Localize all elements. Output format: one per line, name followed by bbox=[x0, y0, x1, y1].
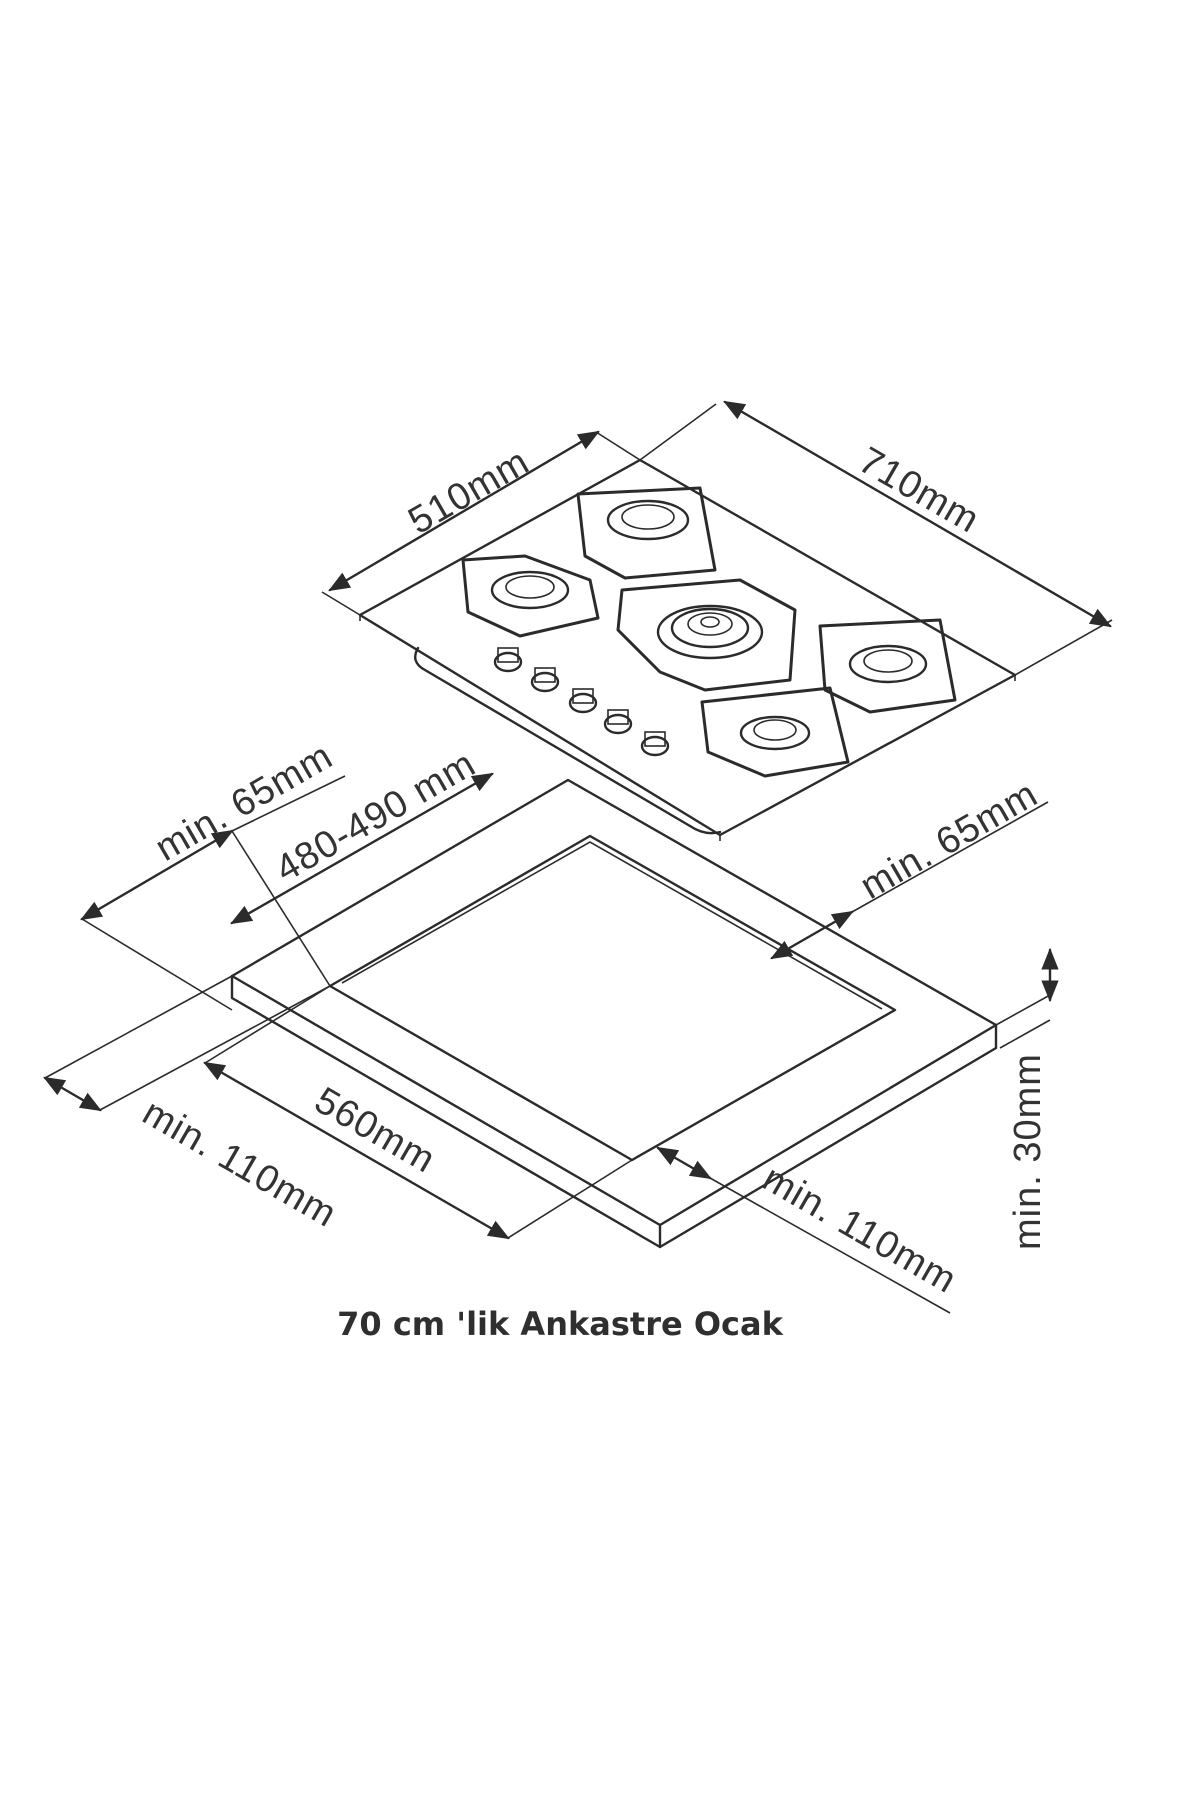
arrow-icon bbox=[203, 1061, 510, 1240]
control-knob-icon bbox=[530, 667, 560, 693]
caption: 70 cm 'lik Ankastre Ocak bbox=[337, 1305, 783, 1343]
hob-body bbox=[414, 646, 722, 835]
burner-icon bbox=[848, 644, 928, 684]
grate-left bbox=[461, 554, 600, 638]
width-label: 710mm bbox=[852, 439, 987, 541]
arrow-icon bbox=[328, 430, 600, 592]
min-front-right-label: min. 110mm bbox=[756, 1157, 964, 1301]
cutout-width-label: 560mm bbox=[308, 1079, 443, 1181]
arrow-icon bbox=[80, 829, 234, 921]
grate-right bbox=[818, 618, 957, 714]
arrow-icon bbox=[43, 1076, 102, 1112]
burner-icon bbox=[606, 499, 690, 541]
control-knob-icon bbox=[493, 647, 523, 673]
min-back-right-label: min. 65mm bbox=[854, 773, 1046, 908]
grate-bottom bbox=[700, 686, 850, 778]
control-knob-icon bbox=[568, 688, 598, 714]
arrow-icon bbox=[770, 910, 854, 960]
burner-icon bbox=[490, 570, 570, 610]
control-knob-icon bbox=[603, 709, 633, 735]
wok-burner-icon bbox=[656, 604, 764, 660]
min-thickness-label: min. 30mm bbox=[1007, 1053, 1049, 1250]
cutout bbox=[328, 834, 897, 1162]
arrow-icon bbox=[656, 1146, 712, 1180]
burner-icon bbox=[739, 715, 811, 751]
control-knob-icon bbox=[640, 731, 670, 757]
arrow-icon bbox=[723, 400, 1112, 628]
